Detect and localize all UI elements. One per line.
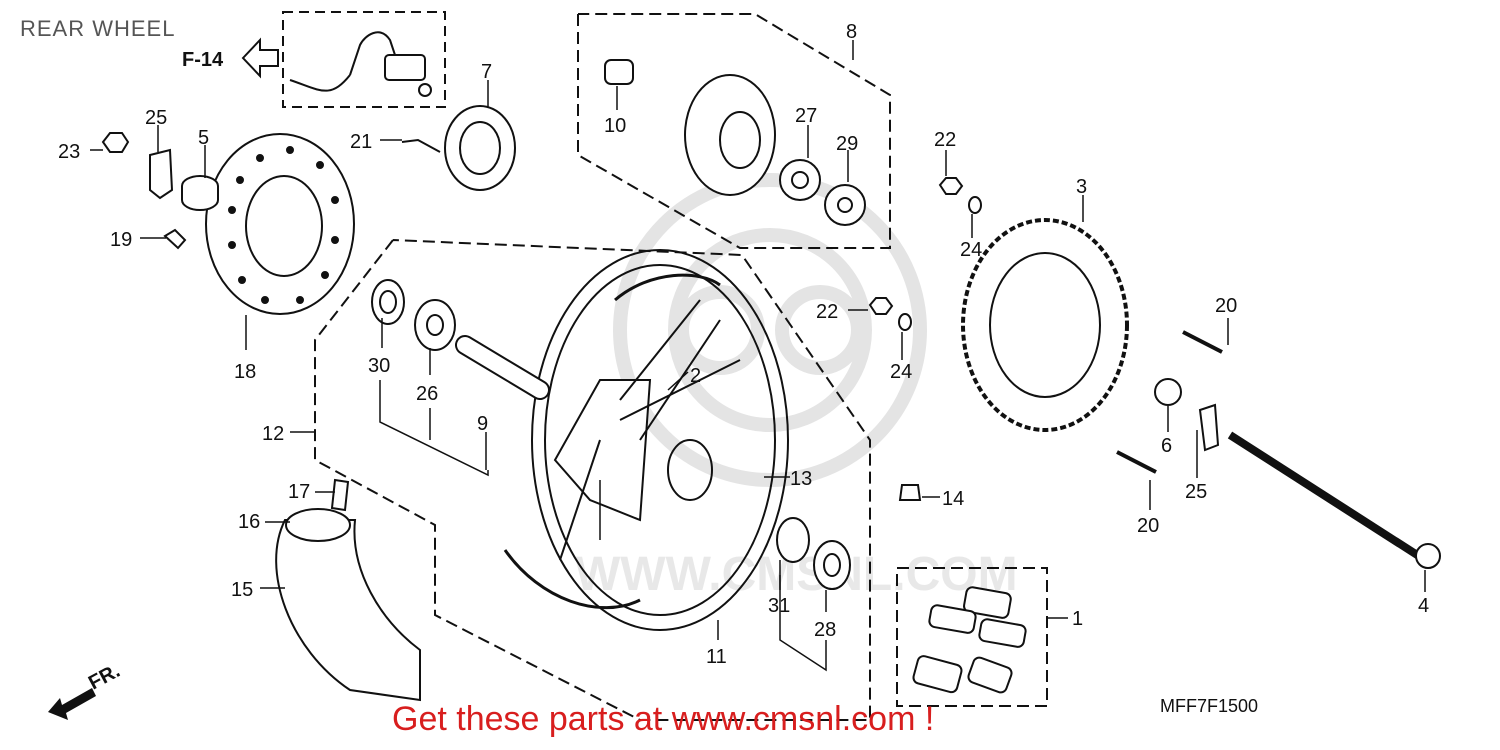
diagram-code: MFF7F1500 bbox=[1160, 696, 1259, 716]
callout-27: 27 bbox=[795, 105, 817, 127]
valve-cap-icon bbox=[898, 484, 922, 501]
nut-washer-icons bbox=[868, 177, 1223, 474]
callout-21: 21 bbox=[350, 131, 372, 153]
callout-15: 15 bbox=[231, 579, 253, 601]
callout-6: 6 bbox=[1161, 435, 1172, 457]
dashed-box-damper bbox=[896, 567, 1048, 707]
callout-11: 11 bbox=[706, 646, 727, 668]
callout-25b: 25 bbox=[1185, 481, 1207, 503]
speed-sensor-icon bbox=[289, 31, 432, 97]
collar-icon bbox=[101, 132, 219, 250]
sprocket-hub-icon bbox=[604, 59, 866, 226]
dashed-box-hub bbox=[577, 13, 891, 249]
callout-19: 19 bbox=[110, 229, 132, 251]
front-direction-arrow-icon bbox=[48, 688, 96, 720]
f14-arrow-icon bbox=[241, 37, 279, 79]
bolt-21-icon bbox=[401, 138, 441, 153]
ref-arrow-label: F-14 bbox=[182, 49, 224, 71]
callout-10: 10 bbox=[604, 115, 626, 137]
callout-7: 7 bbox=[481, 61, 492, 83]
callout-30: 30 bbox=[368, 355, 390, 377]
callout-18: 18 bbox=[234, 361, 256, 383]
callout-25a: 25 bbox=[145, 107, 167, 129]
watermark-logo bbox=[613, 173, 927, 487]
callout-4: 4 bbox=[1418, 595, 1429, 617]
callout-24b: 24 bbox=[890, 361, 912, 383]
callout-26: 26 bbox=[416, 383, 438, 405]
bearing-icons bbox=[371, 279, 851, 590]
callout-28: 28 bbox=[814, 619, 836, 641]
callout-20a: 20 bbox=[1215, 295, 1237, 317]
promo-footer-link[interactable]: Get these parts at www.cmsnl.com ! bbox=[392, 700, 935, 738]
callout-22a: 22 bbox=[934, 129, 956, 151]
callout-2: 2 bbox=[690, 365, 701, 387]
sprocket-icon bbox=[961, 218, 1129, 432]
callout-16: 16 bbox=[238, 511, 260, 533]
callout-8: 8 bbox=[846, 21, 857, 43]
callout-29: 29 bbox=[836, 133, 858, 155]
dashed-box-sensor bbox=[282, 11, 446, 108]
pulser-ring-icon bbox=[444, 105, 516, 191]
tire-icon bbox=[275, 478, 421, 702]
axle-icon bbox=[1227, 431, 1428, 564]
damper-rubbers-icon bbox=[912, 586, 1027, 694]
callout-23: 23 bbox=[58, 141, 80, 163]
callout-13: 13 bbox=[790, 468, 812, 490]
rear-wheel-icon bbox=[503, 249, 789, 631]
callout-3: 3 bbox=[1076, 176, 1087, 198]
callout-1: 1 bbox=[1072, 608, 1083, 630]
callout-12: 12 bbox=[262, 423, 284, 445]
callout-14: 14 bbox=[942, 488, 964, 510]
diagram-title: REAR WHEEL bbox=[20, 16, 176, 41]
callout-20b: 20 bbox=[1137, 515, 1159, 537]
leader-lines bbox=[90, 40, 1426, 672]
callout-31: 31 bbox=[768, 595, 790, 617]
callout-24a: 24 bbox=[960, 239, 982, 261]
dashed-box-wheel bbox=[314, 239, 871, 721]
callout-17: 17 bbox=[288, 481, 310, 503]
brake-disc-icon bbox=[205, 133, 355, 315]
callout-5: 5 bbox=[198, 127, 209, 149]
callout-22b: 22 bbox=[816, 301, 838, 323]
callout-9: 9 bbox=[477, 413, 488, 435]
